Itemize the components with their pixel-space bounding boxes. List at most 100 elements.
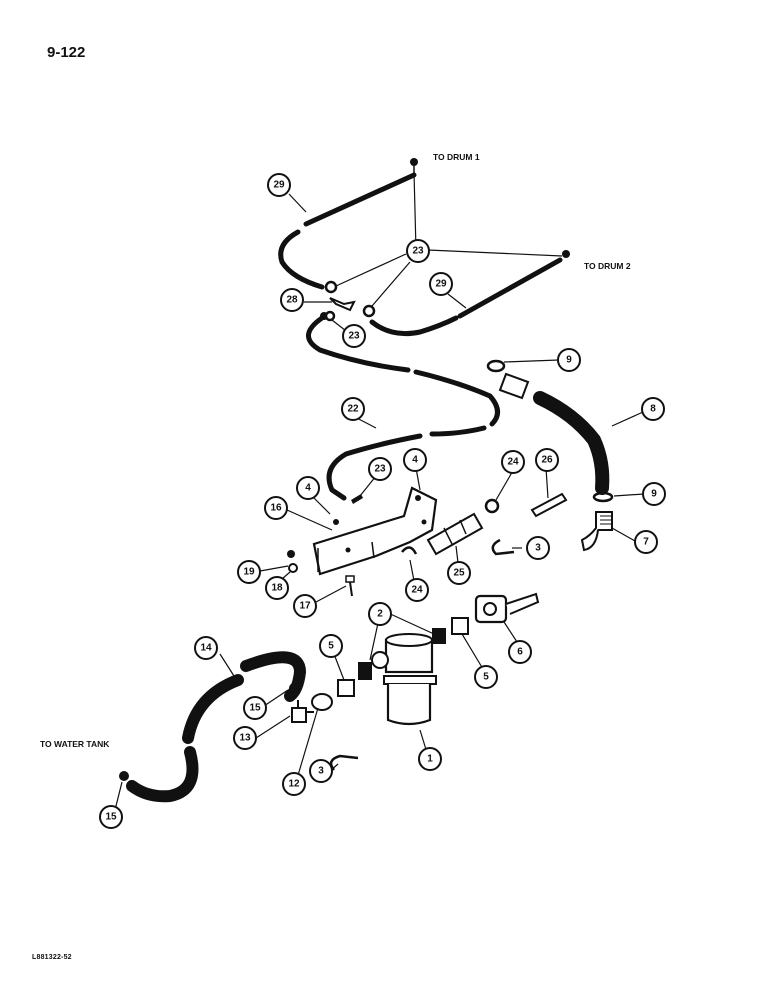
- leader-lines: [113, 171, 645, 815]
- svg-text:3: 3: [535, 543, 541, 554]
- callout-29-right: 29: [429, 272, 453, 296]
- hose-8: [498, 372, 610, 495]
- callout-6: 6: [508, 640, 532, 664]
- svg-text:13: 13: [239, 733, 251, 744]
- svg-text:23: 23: [374, 464, 386, 475]
- washer-18: [288, 563, 298, 573]
- svg-text:28: 28: [286, 295, 298, 306]
- callout-2: 2: [368, 602, 392, 626]
- hose-14: [126, 651, 307, 803]
- bracket-16: [312, 486, 438, 576]
- callout-25: 25: [447, 561, 471, 585]
- nipple-25: [426, 512, 484, 556]
- callout-23-low: 23: [342, 324, 366, 348]
- svg-text:29: 29: [273, 180, 285, 191]
- hose-22: [306, 312, 500, 501]
- elbow-7: [580, 511, 613, 552]
- callout-12: 12: [282, 772, 306, 796]
- callout-8: 8: [641, 397, 665, 421]
- filter-1: [371, 633, 437, 726]
- svg-text:5: 5: [483, 672, 489, 683]
- svg-text:17: 17: [299, 601, 311, 612]
- clamp-23-lower: [351, 494, 363, 504]
- svg-text:6: 6: [517, 647, 523, 658]
- callout-24-upper: 24: [501, 450, 525, 474]
- clamp-23-upper: [324, 310, 336, 322]
- svg-text:25: 25: [453, 568, 465, 579]
- clamp-23-left: [324, 280, 338, 294]
- fitting-24-upper: [484, 498, 500, 514]
- svg-text:23: 23: [348, 331, 360, 342]
- pin-26: [530, 492, 568, 518]
- clip-3-lower: [329, 754, 359, 771]
- svg-text:22: 22: [347, 404, 359, 415]
- callout-23-mid: 23: [368, 457, 392, 481]
- svg-text:2: 2: [377, 609, 383, 620]
- clamp-23-mid: [362, 304, 376, 318]
- callout-7: 7: [634, 530, 658, 554]
- clamp-9-lower: [592, 491, 614, 503]
- callout-23-top: 23: [406, 239, 430, 263]
- callout-3-upper: 3: [526, 536, 550, 560]
- svg-text:24: 24: [411, 585, 423, 596]
- callout-3-lower: 3: [309, 759, 333, 783]
- svg-text:4: 4: [305, 483, 311, 494]
- page-number: 9-122: [47, 44, 86, 61]
- svg-text:15: 15: [105, 812, 117, 823]
- svg-text:9: 9: [566, 355, 572, 366]
- callout-13: 13: [233, 726, 257, 750]
- callout-9-upper: 9: [557, 348, 581, 372]
- callout-16: 16: [264, 496, 288, 520]
- svg-text:26: 26: [541, 455, 553, 466]
- callout-29-left: 29: [267, 173, 291, 197]
- fitting-5-right: [451, 617, 469, 635]
- callout-15-upper: 15: [243, 696, 267, 720]
- svg-text:23: 23: [412, 246, 424, 257]
- fitting-5-left: [337, 679, 355, 697]
- callout-28: 28: [280, 288, 304, 312]
- to-drum-2-label: TO DRUM 2: [584, 261, 631, 271]
- svg-text:15: 15: [249, 703, 261, 714]
- coupling-12: [311, 693, 333, 711]
- callout-5-right: 5: [474, 665, 498, 689]
- hose-29-left: [278, 158, 418, 290]
- callout-14: 14: [194, 636, 218, 660]
- svg-text:18: 18: [271, 583, 283, 594]
- svg-text:3: 3: [318, 766, 324, 777]
- svg-text:24: 24: [507, 457, 519, 468]
- clamp-9-upper: [486, 359, 506, 373]
- elbow-13: [291, 700, 314, 723]
- figure-code: L881322-52: [32, 954, 72, 961]
- clip-3-upper: [491, 538, 515, 556]
- callout-26: 26: [535, 448, 559, 472]
- svg-text:5: 5: [328, 641, 334, 652]
- svg-text:16: 16: [270, 503, 282, 514]
- to-drum-1-label: TO DRUM 1: [433, 152, 480, 162]
- callout-19: 19: [237, 560, 261, 584]
- to-water-tank-label: TO WATER TANK: [40, 739, 110, 749]
- svg-text:8: 8: [650, 404, 656, 415]
- callout-15-lower: 15: [99, 805, 123, 829]
- svg-text:12: 12: [288, 779, 300, 790]
- fitting-24-lower: [401, 546, 418, 555]
- svg-text:4: 4: [412, 455, 418, 466]
- callout-17: 17: [293, 594, 317, 618]
- callout-9-lower: 9: [642, 482, 666, 506]
- svg-text:19: 19: [243, 567, 255, 578]
- callout-4-right: 4: [403, 448, 427, 472]
- callout-18: 18: [265, 576, 289, 600]
- fitting-2-left: [358, 662, 372, 680]
- svg-text:9: 9: [651, 489, 657, 500]
- svg-text:1: 1: [427, 754, 433, 765]
- svg-text:7: 7: [643, 537, 649, 548]
- tee-28: [329, 297, 356, 312]
- svg-text:14: 14: [200, 643, 212, 654]
- clamp-15-upper: [289, 683, 299, 693]
- valve-6: [474, 592, 540, 624]
- bolt-17: [345, 575, 355, 597]
- callout-24-lower: 24: [405, 578, 429, 602]
- svg-text:29: 29: [435, 279, 447, 290]
- clamp-15-lower: [119, 771, 129, 781]
- callout-4-left: 4: [296, 476, 320, 500]
